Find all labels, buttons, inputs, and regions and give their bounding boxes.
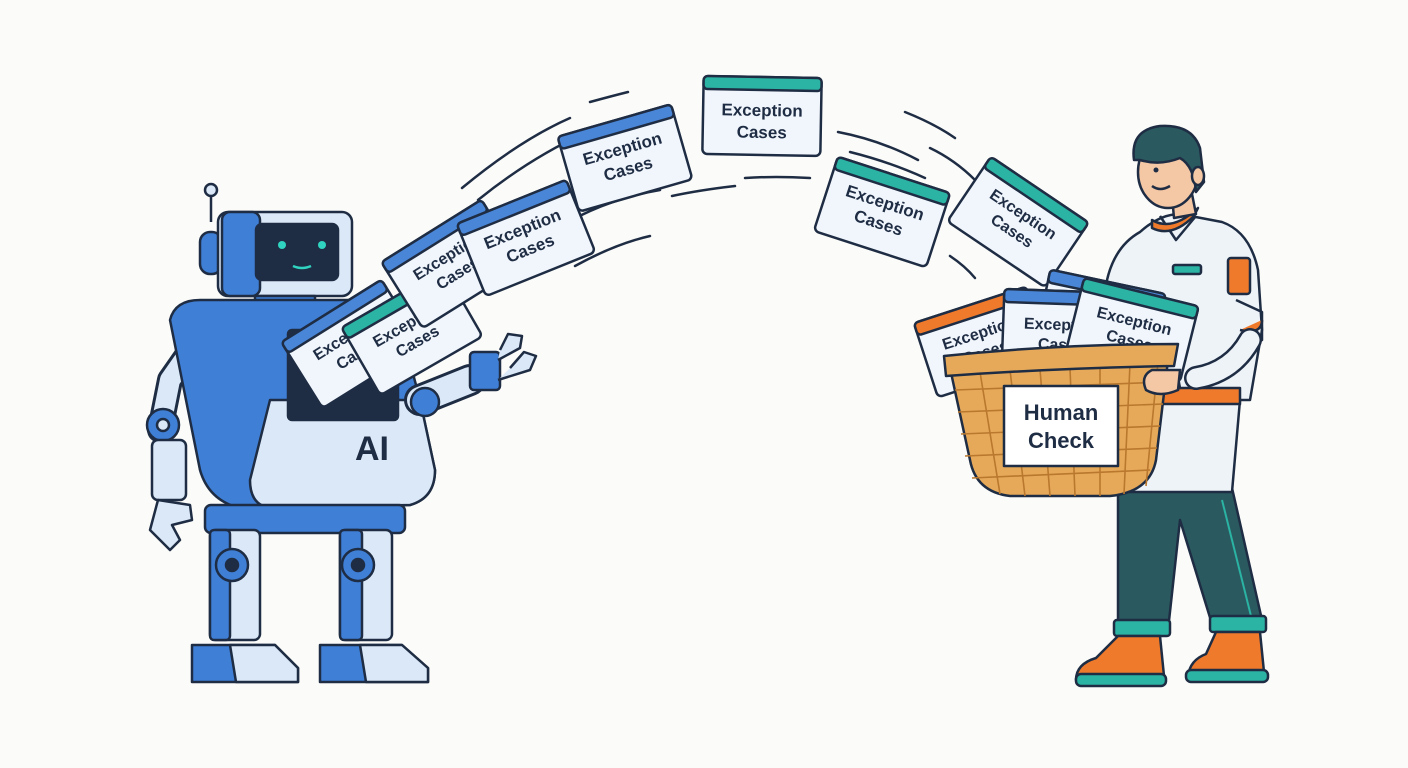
basket-sign-line2: Check [1028, 428, 1095, 453]
robot-chest-label: AI [355, 430, 389, 468]
svg-text:Exception: Exception [721, 100, 803, 120]
document-card: Exception Cases [556, 102, 694, 214]
document-card: Exception Cases [701, 74, 823, 158]
document-card: Exception Cases [946, 155, 1090, 289]
basket-sign-line1: Human [1024, 400, 1099, 425]
flying-cards: Exception Cases Exception Cases Exceptio… [280, 74, 1090, 410]
document-card: Exception Cases [455, 178, 597, 298]
document-card: Exception Cases [340, 267, 484, 397]
basket: Human Check [942, 342, 1180, 498]
document-card: Exception Cases [812, 155, 952, 269]
robot-figure: AI [145, 182, 538, 684]
svg-text:Cases: Cases [736, 123, 786, 143]
person-hand [1142, 368, 1182, 396]
